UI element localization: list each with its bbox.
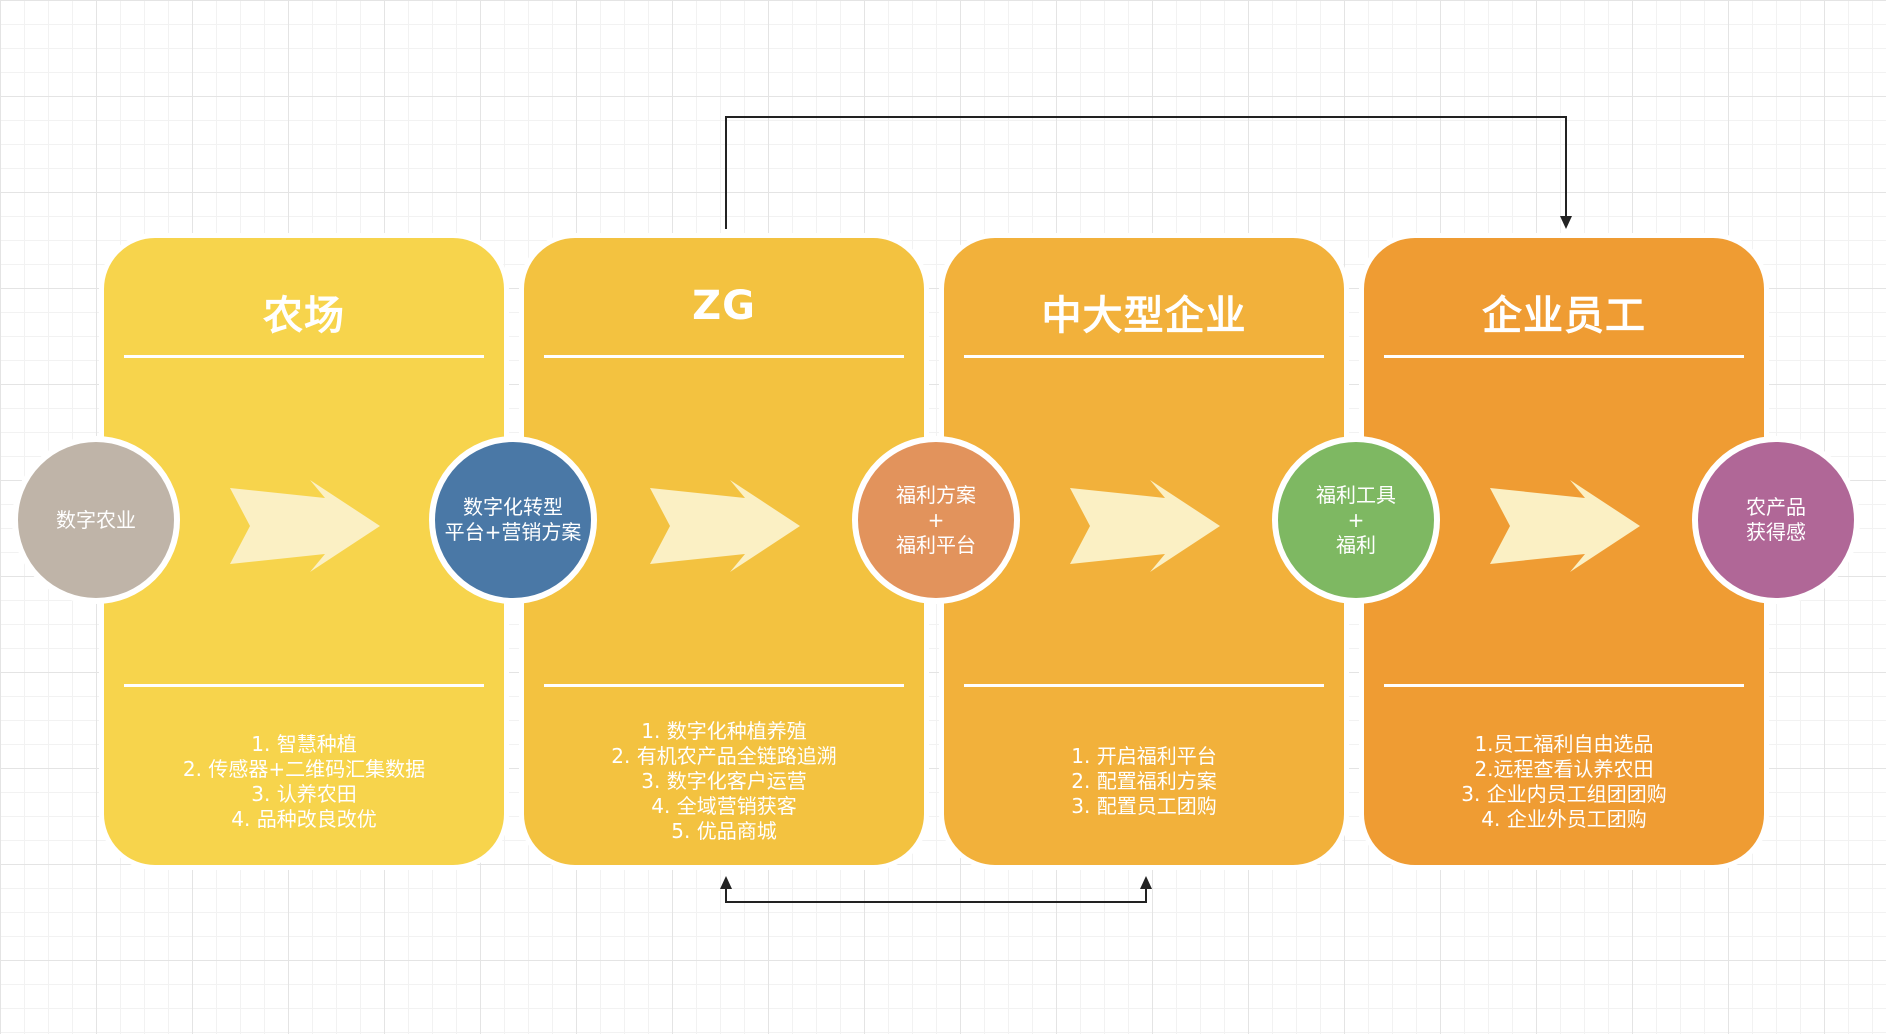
node-label: 数字农业 <box>56 507 136 532</box>
divider <box>1384 355 1744 358</box>
node-label: 数字化转型 <box>463 495 563 519</box>
node-welfare-tools: 福利工具 + 福利 <box>1272 436 1440 604</box>
connector-enterprise-to-zg <box>725 887 1147 903</box>
list-item: 2.远程查看认养农田 <box>1474 757 1654 781</box>
node-label: 获得感 <box>1746 520 1806 544</box>
list-item: 5. 优品商城 <box>671 819 777 843</box>
divider <box>124 684 484 687</box>
panel-title: ZG <box>692 283 756 329</box>
divider <box>544 355 904 358</box>
panel-item-list: 1.员工福利自由选品 2.远程查看认养农田 3. 企业内员工组团团购 4. 企业… <box>1364 732 1764 832</box>
node-label: 福利 <box>1336 532 1376 557</box>
node-label: + <box>1347 507 1365 532</box>
panel-item-list: 1. 开启福利平台 2. 配置福利方案 3. 配置员工团购 <box>944 744 1344 819</box>
node-label: 福利工具 <box>1316 482 1396 507</box>
node-welfare-plan: 福利方案 + 福利平台 <box>852 436 1020 604</box>
list-item: 3. 企业内员工组团团购 <box>1461 782 1667 806</box>
divider <box>544 684 904 687</box>
list-item: 4. 企业外员工团购 <box>1481 807 1647 831</box>
arrowhead-icon <box>1560 216 1572 229</box>
flow-arrow-icon <box>1070 480 1220 572</box>
divider <box>964 355 1324 358</box>
divider <box>1384 684 1744 687</box>
list-item: 1.员工福利自由选品 <box>1474 732 1654 756</box>
panel-item-list: 1. 数字化种植养殖 2. 有机农产品全链路追溯 3. 数字化客户运营 4. 全… <box>524 719 924 844</box>
node-digital-agriculture: 数字农业 <box>12 436 180 604</box>
list-item: 3. 数字化客户运营 <box>641 769 807 793</box>
panel-title: 农场 <box>263 293 345 339</box>
divider <box>964 684 1324 687</box>
list-item: 4. 品种改良改优 <box>231 807 377 831</box>
list-item: 1. 数字化种植养殖 <box>641 719 807 743</box>
panel-item-list: 1. 智慧种植 2. 传感器+二维码汇集数据 3. 认养农田 4. 品种改良改优 <box>104 732 504 832</box>
node-label: 平台+营销方案 <box>444 520 582 544</box>
list-item: 1. 智慧种植 <box>251 732 357 756</box>
node-label: 农产品 <box>1746 495 1806 519</box>
list-item: 1. 开启福利平台 <box>1071 744 1217 768</box>
flow-arrow-icon <box>1490 480 1640 572</box>
list-item: 2. 传感器+二维码汇集数据 <box>182 757 426 781</box>
node-label: + <box>927 507 945 532</box>
panel-title: 企业员工 <box>1482 293 1646 339</box>
node-label: 福利方案 <box>896 482 976 507</box>
flow-arrow-icon <box>230 480 380 572</box>
node-label: 福利平台 <box>896 532 976 557</box>
node-digital-platform: 数字化转型 平台+营销方案 <box>429 436 597 604</box>
list-item: 3. 配置员工团购 <box>1071 794 1217 818</box>
arrowhead-icon <box>720 876 732 889</box>
divider <box>124 355 484 358</box>
list-item: 3. 认养农田 <box>251 782 357 806</box>
panel-title: 中大型企业 <box>1041 293 1247 339</box>
list-item: 2. 配置福利方案 <box>1071 769 1217 793</box>
list-item: 2. 有机农产品全链路追溯 <box>611 744 837 768</box>
arrowhead-icon <box>1140 876 1152 889</box>
connector-zg-to-employee <box>725 116 1567 229</box>
node-agri-products: 农产品 获得感 <box>1692 436 1860 604</box>
list-item: 4. 全域营销获客 <box>651 794 797 818</box>
flow-arrow-icon <box>650 480 800 572</box>
